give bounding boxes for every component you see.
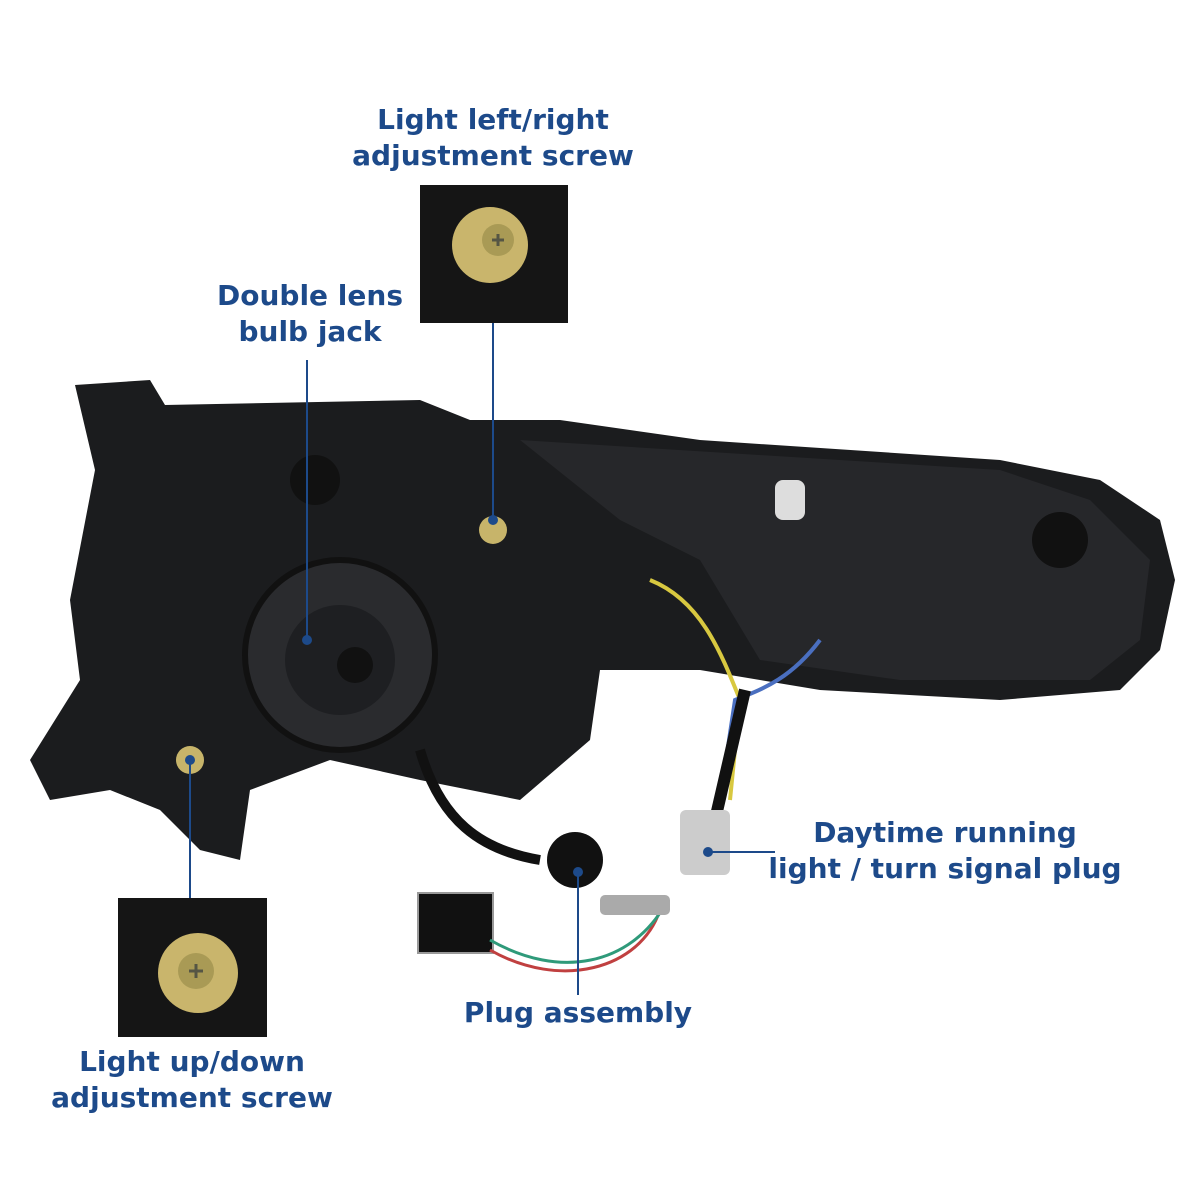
callout-lr-screw: Light left/right adjustment screw (352, 103, 634, 172)
lr-screw-closeup (420, 185, 568, 323)
plug-box (417, 892, 494, 954)
ud-screw-closeup (118, 898, 267, 1037)
callout-plug-assembly: Plug assembly (463, 996, 693, 1029)
callout-lines (189, 323, 775, 995)
callout-drl-plug: Daytime running light / turn signal plug (768, 816, 1122, 885)
lr-screw-head (479, 516, 507, 544)
plug-socket (547, 832, 603, 888)
callout-bulb-jack: Double lens bulb jack (217, 279, 403, 348)
callout-dots (185, 515, 713, 877)
callout-ud-screw: Light up/down adjustment screw (51, 1045, 333, 1114)
drl-connector (680, 810, 730, 875)
